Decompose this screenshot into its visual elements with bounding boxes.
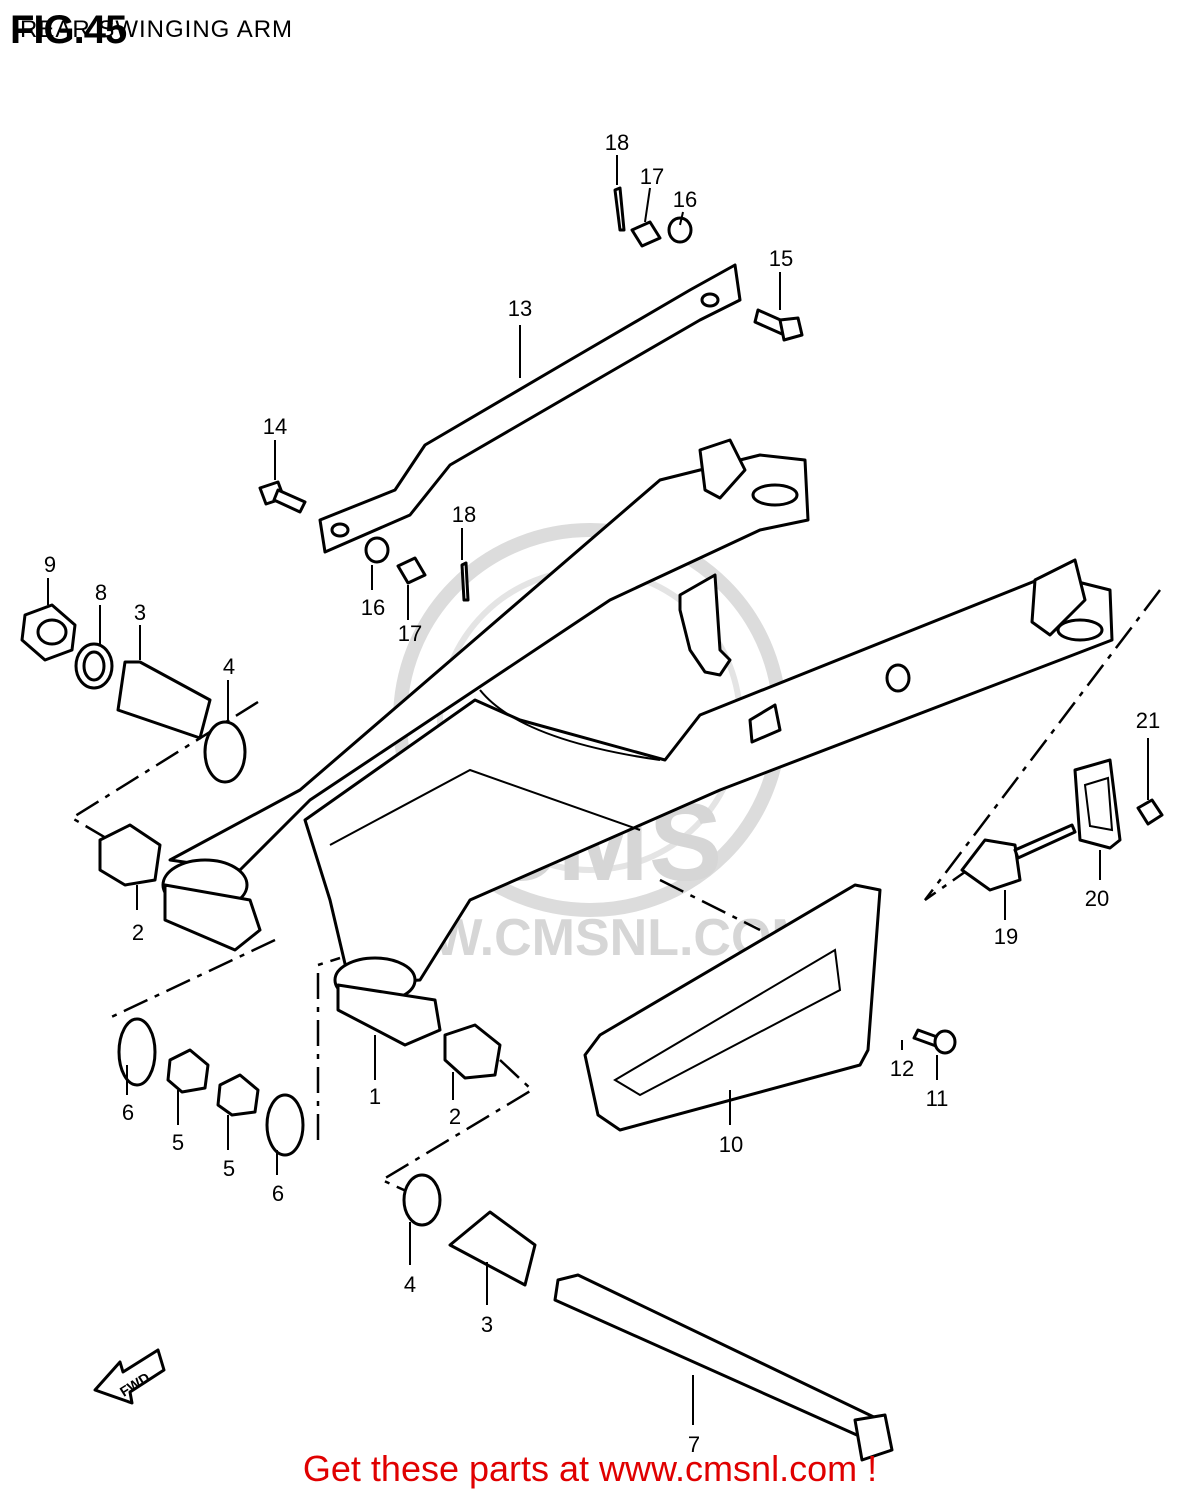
chain-guide-pad-part-20[interactable] [1073,758,1122,850]
callout-15: 15 [769,246,793,271]
callout-19: 19 [994,924,1018,949]
figure-number: FIG.45 [10,8,127,52]
callout-6: 6 [122,1100,134,1125]
bolt-part-15[interactable] [753,308,804,342]
callout-6: 6 [272,1181,284,1206]
callout-2: 2 [132,920,144,945]
callout-16: 16 [673,187,697,212]
footer-parts-link[interactable]: Get these parts at www.cmsnl.com ! [302,1448,878,1489]
spacer-part-12[interactable] [885,663,911,693]
callout-8: 8 [95,580,107,605]
cotter-pin-part-18[interactable] [460,186,626,602]
torque-link-part-13[interactable] [318,263,742,554]
callout-18: 18 [452,502,476,527]
chain-case-part-10[interactable] [583,883,882,1132]
callout-17: 17 [398,621,422,646]
fwd-arrow-icon: FWD [93,1348,166,1405]
callout-14: 14 [263,414,287,439]
leader-lines [47,155,1149,1425]
adjuster-part-19[interactable] [960,823,1077,892]
nut-part-21[interactable] [1136,798,1164,826]
callout-13: 13 [508,296,532,321]
callout-11: 11 [926,1086,949,1111]
callout-10: 10 [719,1132,743,1157]
callout-9: 9 [44,552,56,577]
shim-part-4[interactable] [203,720,442,1227]
callout-16: 16 [361,595,385,620]
callout-21: 21 [1136,708,1160,733]
callout-4: 4 [404,1272,416,1297]
callout-18: 18 [605,130,629,155]
shim-part-6[interactable] [117,1017,305,1157]
diagram-title: REAR SWINGING ARM [20,16,294,43]
callout-7: 7 [688,1432,700,1457]
bushing-part-2[interactable] [98,823,502,1080]
bush-part-5[interactable] [166,1048,260,1117]
bolt-part-11[interactable] [912,1028,957,1055]
callout-3: 3 [481,1312,493,1337]
callout-3: 3 [134,600,146,625]
callout-4: 4 [223,654,235,679]
bolt-part-14[interactable] [258,480,307,514]
nut-part-9[interactable] [20,603,77,662]
nut-part-17[interactable] [396,220,662,585]
collar-part-3[interactable] [116,660,537,1287]
callout-12: 12 [890,1056,914,1081]
callout-20: 20 [1085,886,1109,911]
washer-part-8[interactable] [74,642,114,690]
washer-part-16[interactable] [364,216,693,564]
callout-5: 5 [172,1130,184,1155]
callout-5: 5 [223,1156,235,1181]
callout-labels: 18 17 16 15 13 14 18 16 17 9 8 3 4 2 21 … [44,130,1160,1457]
pivot-shaft-part-7[interactable] [553,1273,894,1462]
callout-17: 17 [640,164,664,189]
callout-1: 1 [369,1084,381,1109]
callout-2: 2 [449,1104,461,1129]
